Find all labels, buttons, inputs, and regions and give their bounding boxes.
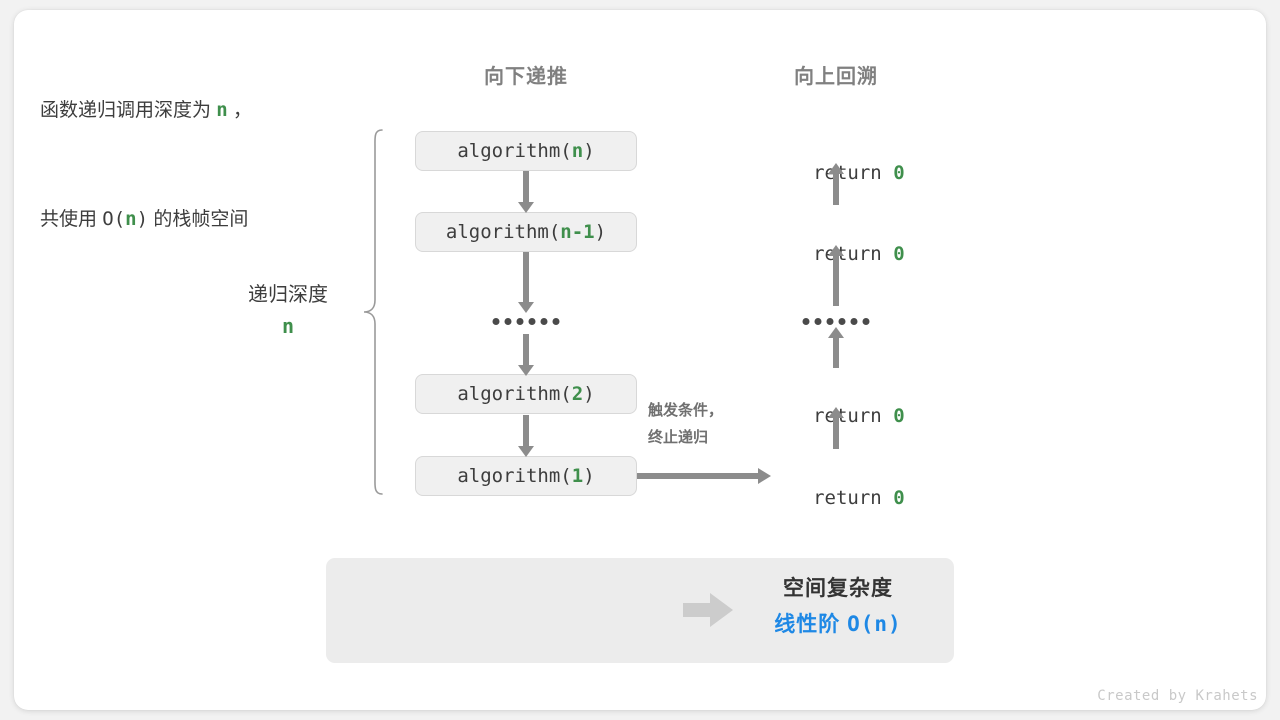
call-suffix: ): [583, 140, 595, 162]
return-value: 0: [893, 243, 905, 265]
return-keyword: return: [813, 487, 894, 509]
call-prefix: algorithm(: [457, 465, 572, 487]
down-arrow-icon: [518, 334, 534, 376]
ellipsis-icon-right: [802, 318, 870, 325]
complexity-value: 线性阶 O(n): [774, 606, 901, 643]
return-keyword: return: [813, 243, 894, 265]
summary-panel: [326, 558, 954, 663]
recursion-depth-text: 递归深度: [248, 284, 328, 306]
trigger-condition-note: 触发条件， 终止递归: [648, 397, 723, 451]
call-box-2[interactable]: algorithm(2): [415, 374, 637, 414]
credit-text: Created by Krahets: [1097, 688, 1258, 704]
summary-line-1: 函数递归调用深度为 n ，: [40, 92, 252, 129]
summary-line-1-prefix: 函数递归调用深度为: [40, 100, 217, 121]
up-arrow-icon: [828, 163, 844, 205]
summary-line-1-n: n: [216, 99, 228, 121]
up-arrow-icon: [828, 327, 844, 368]
summary-line-2-n: n: [125, 208, 137, 230]
complexity-title: 空间复杂度: [782, 577, 893, 600]
call-box-n[interactable]: algorithm(n): [415, 131, 637, 171]
call-argument: 2: [571, 383, 584, 405]
return-value: 0: [893, 162, 905, 184]
call-argument: 1: [571, 465, 584, 487]
block-right-arrow-icon: [683, 593, 733, 627]
complexity-value-mono: O(n): [847, 612, 902, 636]
return-statement-4: return 0: [767, 465, 905, 531]
return-value: 0: [893, 405, 905, 427]
call-suffix: ): [583, 383, 595, 405]
summary-line-2-open: O(: [102, 208, 126, 230]
call-prefix: algorithm(: [457, 140, 572, 162]
trigger-note-line-1: 触发条件，: [648, 402, 724, 419]
call-box-n-minus-1[interactable]: algorithm(n-1): [415, 212, 637, 252]
up-arrow-icon: [828, 407, 844, 449]
down-arrow-icon: [518, 415, 534, 457]
complexity-value-text: 线性阶: [774, 613, 848, 636]
complexity-result: 空间复杂度 线性阶 O(n): [774, 572, 901, 643]
ellipsis-icon-left: [492, 318, 560, 325]
call-argument: n: [571, 140, 584, 162]
summary-line-2-suffix: 的栈帧空间: [148, 209, 249, 230]
call-box-1[interactable]: algorithm(1): [415, 456, 637, 496]
summary-line-2-prefix: 共使用: [40, 209, 103, 230]
recursion-depth-value: n: [281, 314, 295, 338]
column-header-descend: 向下递推: [484, 66, 568, 88]
return-keyword: return: [813, 405, 894, 427]
up-arrow-icon: [828, 245, 844, 306]
call-prefix: algorithm(: [445, 221, 561, 243]
call-suffix: ): [594, 221, 607, 243]
down-arrow-icon: [518, 252, 534, 313]
right-arrow-icon: [637, 468, 771, 484]
down-arrow-icon: [518, 171, 534, 213]
call-prefix: algorithm(: [457, 383, 572, 405]
summary-line-1-suffix: ，: [227, 100, 253, 121]
summary-description: 函数递归调用深度为 n ， 共使用 O(n) 的栈帧空间: [40, 20, 252, 310]
return-keyword: return: [813, 162, 894, 184]
column-header-backtrack: 向上回溯: [794, 66, 878, 88]
recursion-depth-brace: [363, 129, 383, 495]
summary-line-2-close: ): [136, 208, 149, 230]
recursion-depth-label: 递归深度 n: [248, 280, 328, 342]
trigger-note-line-2: 终止递归: [648, 429, 709, 446]
call-argument: n-1: [560, 221, 595, 243]
return-value: 0: [893, 487, 905, 509]
summary-line-2: 共使用 O(n) 的栈帧空间: [40, 201, 252, 238]
call-suffix: ): [583, 465, 595, 487]
